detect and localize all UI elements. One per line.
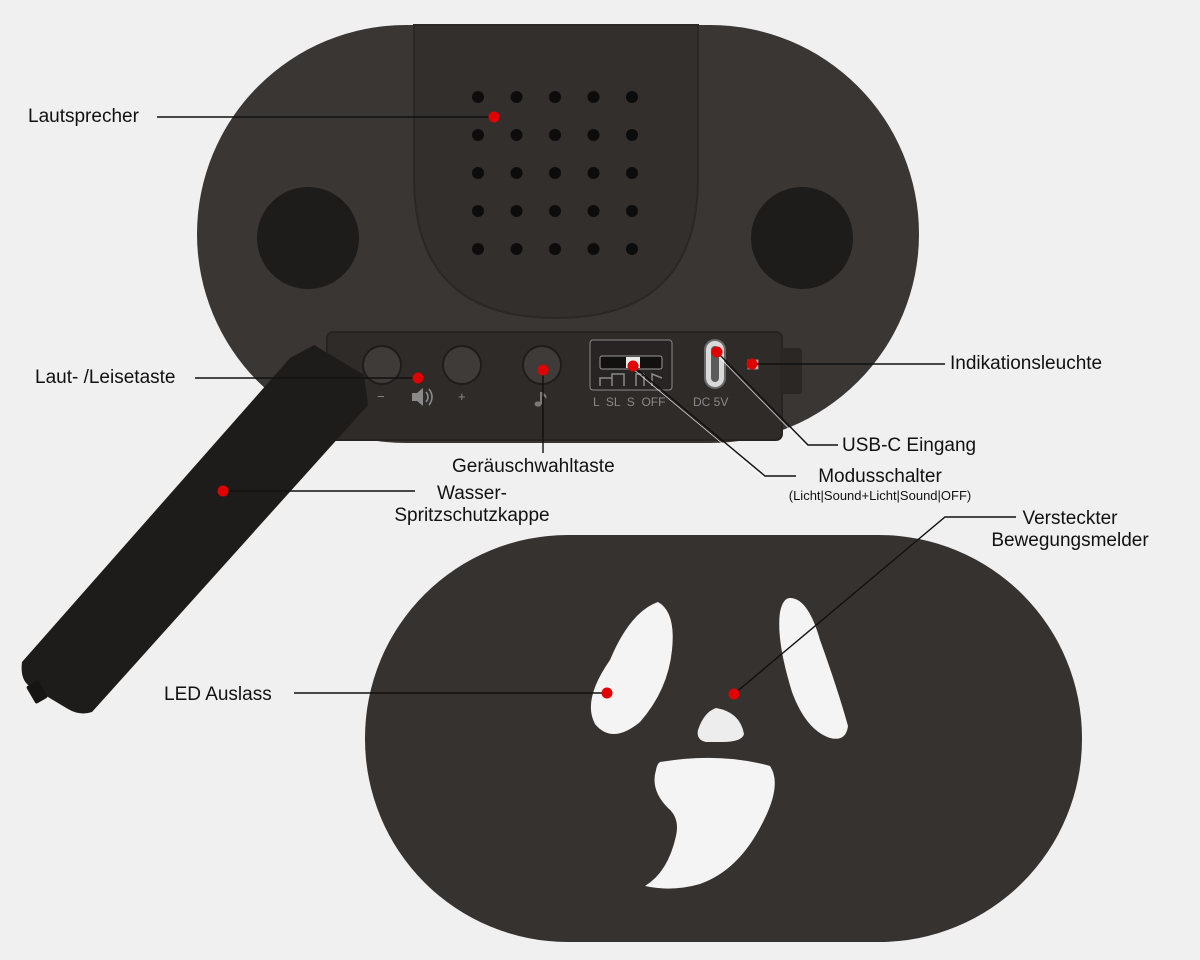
dc-label: DC 5V [693, 395, 729, 409]
label-speaker: Lautsprecher [28, 106, 139, 127]
markers [217, 111, 758, 700]
grill-hole [472, 243, 484, 255]
marker-splash-cap [217, 485, 229, 497]
label-led-outlet: LED Auslass [164, 684, 272, 705]
label-splash-cap-line2: Spritzschutzkappe [394, 505, 550, 526]
label-motion-sensor-line1: Versteckter [1022, 508, 1118, 529]
grill-hole [626, 243, 638, 255]
switch-positions-label: L SL S OFF [593, 395, 666, 409]
marker-speaker [488, 111, 500, 123]
label-splash-cap: Wasser- Spritzschutzkappe [372, 483, 572, 527]
volume-up-button [442, 345, 482, 385]
label-mode-switch-title: Modusschalter [818, 466, 942, 487]
plus-label: + [458, 389, 466, 404]
label-indicator: Indikationsleuchte [950, 353, 1103, 374]
grill-hole [626, 129, 638, 141]
splash-cap-tab [26, 680, 48, 704]
grill-hole [549, 167, 561, 179]
label-mode-switch-modes: (Licht|Sound+Licht|Sound|OFF) [788, 488, 972, 503]
leader-line-highlights [632, 354, 809, 480]
grill-hole [472, 205, 484, 217]
ghost-eye-left [590, 602, 673, 735]
leader-lines [157, 116, 1016, 695]
label-splash-cap-line1: Wasser- [436, 483, 508, 504]
marker-motion-sensor [728, 688, 740, 700]
grill-hole [587, 205, 600, 217]
label-volume-key: Laut- /Leisetaste [35, 367, 176, 388]
marker-volume-key [412, 372, 424, 384]
label-motion-sensor: Versteckter Bewegungsmelder [970, 508, 1170, 552]
grill-hole [510, 243, 523, 255]
grill-hole [510, 91, 523, 103]
marker-led-outlet [601, 687, 613, 699]
grill-hole [472, 129, 484, 141]
grill-hole [549, 205, 561, 217]
ghost-nose [697, 708, 744, 742]
marker-usb-c [711, 346, 723, 358]
ghost-eye-right [779, 598, 848, 739]
speaker-volume-icon [412, 388, 433, 406]
grill-hole [510, 205, 523, 217]
marker-indicator [746, 358, 758, 370]
grill-hole [549, 243, 561, 255]
rubber-foot-left [257, 187, 359, 289]
grill-hole [626, 167, 638, 179]
grill-hole [549, 129, 561, 141]
ghost-mouth [645, 757, 775, 889]
grill-hole [587, 243, 600, 255]
grill-hole [626, 205, 638, 217]
label-sound-select: Geräuschwahltaste [452, 456, 615, 477]
grill-hole [587, 167, 600, 179]
minus-label: − [377, 389, 385, 404]
grill-hole [626, 91, 638, 103]
volume-down-button [362, 345, 402, 385]
label-motion-sensor-line2: Bewegungsmelder [991, 530, 1149, 551]
grill-hole [472, 167, 484, 179]
splash-cap [21, 345, 368, 714]
grill-hole [549, 91, 561, 103]
rubber-foot-right [751, 187, 853, 289]
grill-hole [587, 91, 600, 103]
switch-position-ticks [599, 372, 663, 386]
speaker-grill [472, 91, 638, 255]
grill-hole [587, 129, 600, 141]
label-mode-switch: Modusschalter [760, 466, 1000, 488]
grill-hole [510, 129, 523, 141]
grill-hole [472, 91, 484, 103]
side-tab [780, 348, 802, 394]
grill-hole [510, 167, 523, 179]
marker-sound-select [537, 364, 549, 376]
label-usb-c: USB-C Eingang [842, 435, 977, 456]
marker-mode-switch [627, 360, 639, 372]
